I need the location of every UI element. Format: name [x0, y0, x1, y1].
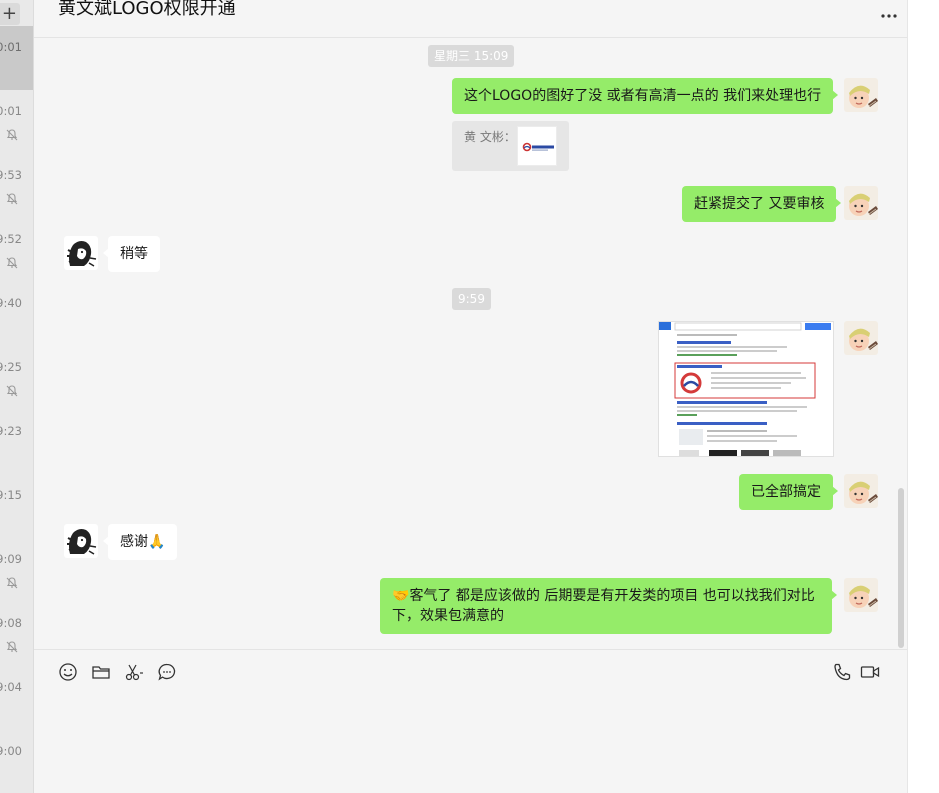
message-area: 星期三 15:09 这个LOGO的图好了没 或者有高清一点的 我们来处理也行 黄…: [34, 38, 907, 649]
input-toolbar: [34, 649, 907, 693]
contact-avatar[interactable]: [64, 236, 98, 270]
logo-thumbnail-image: [522, 142, 554, 152]
message-bubble-received[interactable]: 稍等: [103, 236, 160, 272]
message-bubble-sent[interactable]: 🤝客气了 都是应该做的 后期要是有开发类的项目 也可以找我们对比下，效果包满意的: [380, 578, 837, 634]
pray-emoji-icon: 🙏: [148, 534, 166, 550]
message-bubble-received[interactable]: 感谢🙏: [102, 524, 178, 560]
more-icon[interactable]: [879, 8, 899, 24]
my-avatar[interactable]: [844, 78, 878, 112]
conversation-item[interactable]: 9:53: [0, 154, 33, 218]
conversation-time: 9:40: [0, 296, 22, 310]
folder-icon[interactable]: [91, 662, 111, 682]
scissors-icon[interactable]: [124, 662, 144, 682]
message-input[interactable]: [34, 693, 907, 793]
conversation-time: 9:09: [0, 552, 22, 566]
conversation-item[interactable]: 9:23: [0, 410, 33, 474]
add-button[interactable]: +: [0, 3, 20, 25]
quote-sender-label: 黄 文彬：: [464, 130, 516, 144]
conversation-time: 9:00: [0, 744, 22, 758]
message-text: 客气了 都是应该做的 后期要是有开发类的项目 也可以找我们对比下，效果包满意的: [392, 588, 815, 624]
search-result-screenshot-image: [659, 322, 833, 456]
baby-avatar-icon: [844, 474, 878, 508]
quote-thumbnail[interactable]: [517, 126, 557, 166]
conversation-time: 9:04: [0, 680, 22, 694]
chat-header: 黄文斌LOGO权限开通: [34, 0, 907, 38]
mute-bell-icon: [6, 193, 18, 205]
conversation-item[interactable]: 9:40: [0, 282, 33, 346]
message-bubble-sent[interactable]: 这个LOGO的图好了没 或者有高清一点的 我们来处理也行: [452, 78, 839, 114]
conversation-time: 9:15: [0, 488, 22, 502]
conversation-item[interactable]: 9:00: [0, 730, 33, 793]
my-avatar[interactable]: [844, 474, 878, 508]
side-panel-edge: [907, 0, 939, 793]
conversation-time: 9:25: [0, 360, 22, 374]
my-avatar[interactable]: [844, 186, 878, 220]
baby-avatar-icon: [844, 78, 878, 112]
message-scrollbar[interactable]: [898, 488, 904, 648]
conversation-item[interactable]: 0:01: [0, 90, 33, 154]
timestamp-badge: 星期三 15:09: [428, 45, 515, 67]
emoji-icon[interactable]: [58, 662, 78, 682]
conversation-time: 9:53: [0, 168, 22, 182]
phone-icon[interactable]: [832, 662, 852, 682]
handshake-emoji-icon: 🤝: [392, 588, 410, 604]
lion-avatar-icon: [64, 524, 98, 558]
timestamp-badge: 9:59: [452, 288, 491, 310]
lion-avatar-icon: [64, 236, 98, 270]
baby-avatar-icon: [844, 321, 878, 355]
mute-bell-icon: [6, 641, 18, 653]
quoted-message[interactable]: 黄 文彬：: [452, 121, 569, 171]
my-avatar[interactable]: [844, 578, 878, 612]
baby-avatar-icon: [844, 578, 878, 612]
conversation-item[interactable]: 9:04: [0, 666, 33, 730]
conversation-item[interactable]: 9:15: [0, 474, 33, 538]
conversation-item[interactable]: 9:52: [0, 218, 33, 282]
mute-bell-icon: [6, 385, 18, 397]
conversation-list: + 0:01 0:01 9:53 9:52 9:40 9:25 9:23 9:1…: [0, 0, 34, 793]
image-message[interactable]: [658, 321, 834, 457]
conversation-item[interactable]: 0:01: [0, 26, 33, 90]
message-bubble-sent[interactable]: 赶紧提交了 又要审核: [682, 186, 842, 222]
my-avatar[interactable]: [844, 321, 878, 355]
message-bubble-sent[interactable]: 已全部搞定: [739, 474, 838, 510]
contact-avatar[interactable]: [64, 524, 98, 558]
video-call-icon[interactable]: [860, 662, 880, 682]
chat-history-icon[interactable]: [157, 662, 177, 682]
message-text: 感谢: [120, 534, 148, 550]
conversation-time: 9:08: [0, 616, 22, 630]
mute-bell-icon: [6, 577, 18, 589]
conversation-item[interactable]: 9:08: [0, 602, 33, 666]
baby-avatar-icon: [844, 186, 878, 220]
conversation-item[interactable]: 9:25: [0, 346, 33, 410]
mute-bell-icon: [6, 129, 18, 141]
conversation-time: 0:01: [0, 104, 22, 118]
conversation-time: 9:52: [0, 232, 22, 246]
mute-bell-icon: [6, 257, 18, 269]
conversation-item[interactable]: 9:09: [0, 538, 33, 602]
conversation-time: 9:23: [0, 424, 22, 438]
conversation-time: 0:01: [0, 40, 22, 54]
chat-title: 黄文斌LOGO权限开通: [58, 0, 236, 19]
